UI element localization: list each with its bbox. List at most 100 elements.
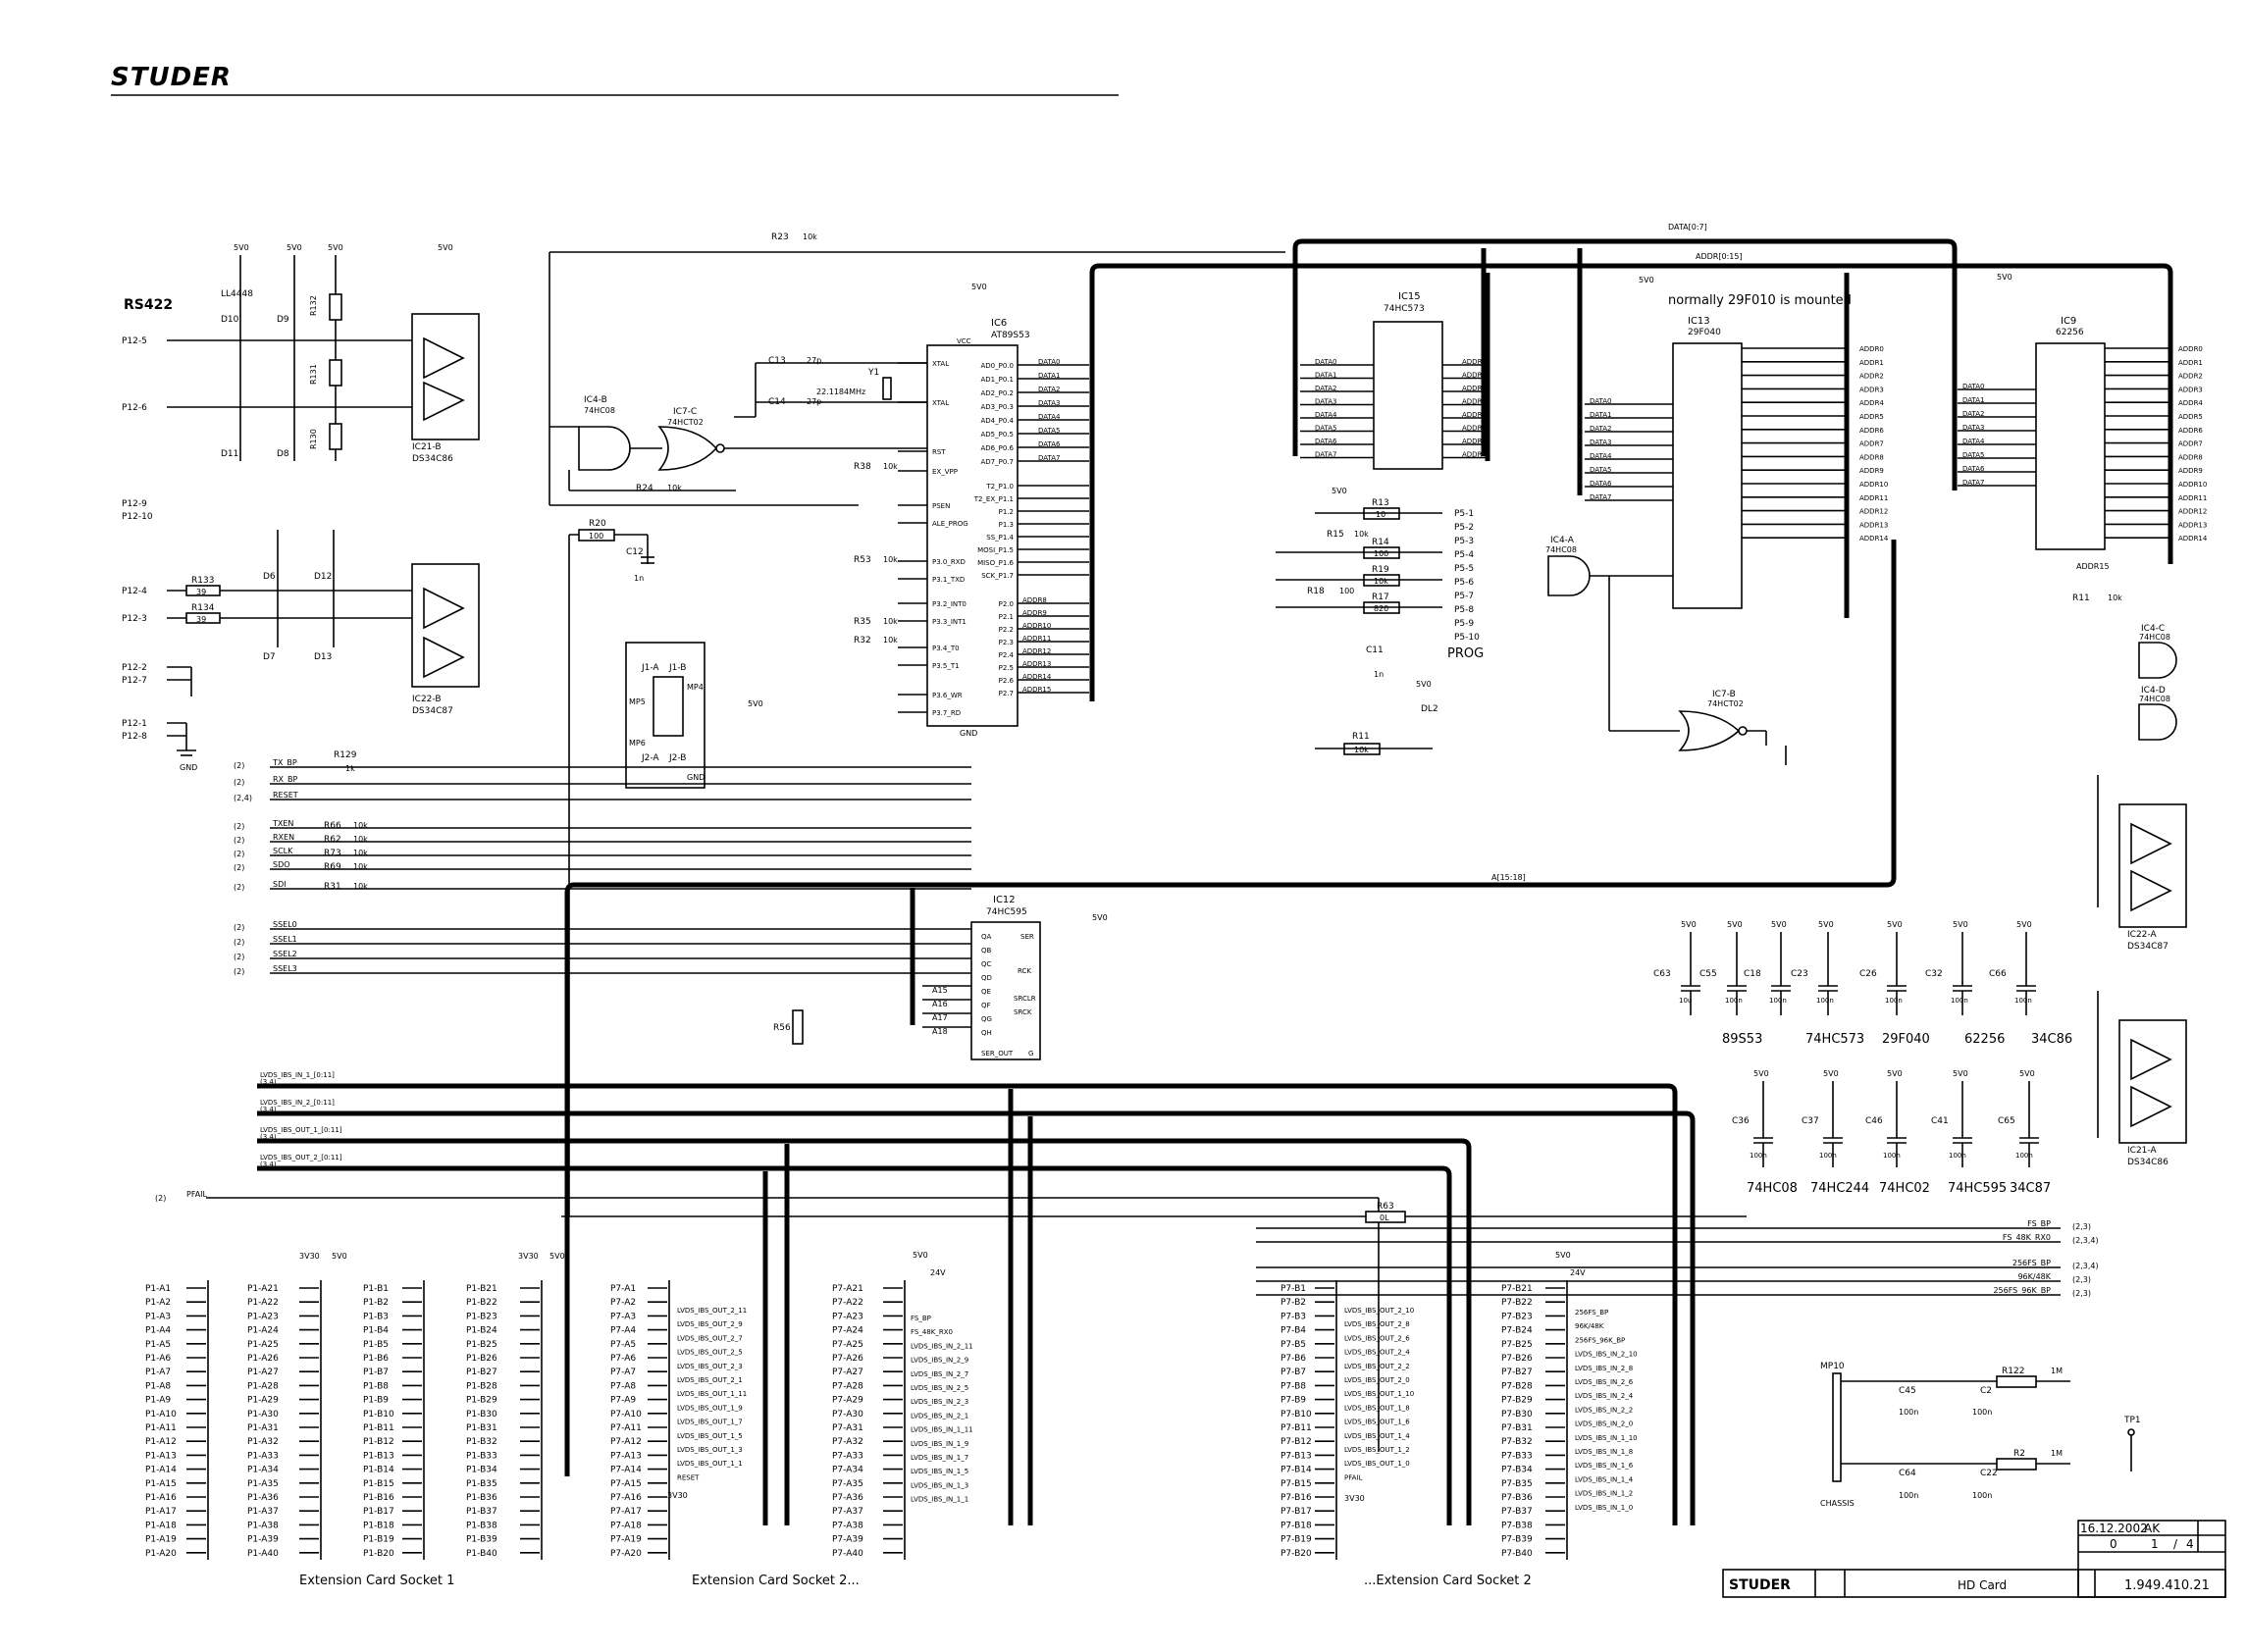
ic4a-gate bbox=[1547, 555, 1591, 596]
p7-b2-pin-2: P7-B22 bbox=[1501, 1298, 1533, 1308]
signal-7: SDI bbox=[273, 880, 287, 889]
ic13-part: 29F040 bbox=[1688, 328, 1721, 337]
p5-pin-7: P5-7 bbox=[1454, 592, 1474, 601]
p1-b-pin-11: P1-B11 bbox=[363, 1423, 394, 1433]
p1-a-pin-13: P1-A13 bbox=[145, 1451, 177, 1461]
s2a-a-net-2: LVDS_IBS_OUT_2_7 bbox=[677, 1334, 743, 1342]
s2a-b-net-1: FS_48K_RX0 bbox=[911, 1328, 953, 1336]
p1-a-pin-19: P1-A19 bbox=[145, 1535, 177, 1545]
lvds-bus-page-3: (3,4) bbox=[260, 1161, 277, 1168]
cap-c18-val: 100n bbox=[1769, 997, 1787, 1005]
s2a-a-net-7: LVDS_IBS_OUT_1_9 bbox=[677, 1404, 743, 1412]
data-bus-label: DATA[0:7] bbox=[1668, 223, 1707, 232]
p7-b2-pin-9: P7-B29 bbox=[1501, 1396, 1533, 1406]
p7-b-pin-6: P7-B6 bbox=[1280, 1354, 1306, 1364]
ic6-pin-left-8: P3.2_INT0 bbox=[932, 600, 967, 608]
mp10-ref: MP10 bbox=[1820, 1362, 1845, 1371]
ic13-data-6: DATA6 bbox=[1590, 480, 1612, 488]
c45-val: 100n bbox=[1899, 1408, 1918, 1417]
c45-ref: C45 bbox=[1899, 1386, 1916, 1396]
y1-freq: 22.1184MHz bbox=[816, 387, 865, 396]
lvds-bus-3: LVDS_IBS_OUT_2_[0:11] bbox=[260, 1154, 342, 1162]
cap-row2-part-0: 74HC08 bbox=[1747, 1181, 1798, 1196]
lvds-bus-page-0: (3,4) bbox=[260, 1078, 277, 1086]
jumper-frame bbox=[625, 642, 705, 789]
s2b-b-net-3: LVDS_IBS_IN_2_10 bbox=[1575, 1351, 1638, 1359]
svg-text:QC: QC bbox=[981, 960, 992, 968]
signal-6: SDO bbox=[273, 860, 290, 869]
ic6-pin-left-4: PSEN bbox=[932, 502, 950, 510]
ic6-pin-right-2: AD2_P0.2 bbox=[981, 389, 1015, 397]
ic6-pin-right-20: P2.4 bbox=[999, 651, 1015, 659]
ic6-data-net-6: DATA6 bbox=[1038, 440, 1061, 448]
cap-row1-part-3: 62256 bbox=[1964, 1032, 2005, 1047]
s2b-b-net-12: LVDS_IBS_IN_1_4 bbox=[1575, 1475, 1634, 1483]
p1-b-pin-20: P1-B20 bbox=[363, 1549, 394, 1559]
ic4b-part: 74HC08 bbox=[584, 406, 615, 415]
p7-b2-pin-19: P7-B39 bbox=[1501, 1535, 1533, 1545]
cap-c55-val: 100n bbox=[1725, 997, 1743, 1005]
p7-b2-pin-3: P7-B23 bbox=[1501, 1312, 1533, 1321]
right-output-page-2: (2,3,4) bbox=[2072, 1262, 2099, 1270]
ic9-addr-pins: ADDR0ADDR1ADDR2ADDR3ADDR4ADDR5ADDR6ADDR7… bbox=[2105, 345, 2208, 542]
p1-b2-pin-1: P1-B21 bbox=[466, 1284, 497, 1294]
cap-c37-val: 100n bbox=[1819, 1152, 1837, 1160]
cap-c65-val: 100n bbox=[2015, 1152, 2033, 1160]
c12-val: 1n bbox=[634, 574, 644, 583]
r15-ref: R15 bbox=[1327, 530, 1344, 540]
cap-row1-part-0: 89S53 bbox=[1722, 1032, 1762, 1047]
cap-row1-part-4: 34C86 bbox=[2031, 1032, 2072, 1047]
signal-9: SSEL1 bbox=[273, 935, 297, 944]
r38-val: 10k bbox=[883, 462, 898, 471]
ic6-vcc: VCC bbox=[957, 337, 971, 345]
signal-page-4: (2) bbox=[234, 836, 244, 845]
p7-b-pin-19: P7-B19 bbox=[1280, 1535, 1312, 1545]
c14-ref: C14 bbox=[768, 397, 786, 407]
p7-b-pin-1: P7-B1 bbox=[1280, 1284, 1306, 1294]
cap-row1-pwr-6: 5V0 bbox=[2016, 920, 2032, 929]
cap-row2-part-4: 34C87 bbox=[2010, 1181, 2051, 1196]
svg-text:A16: A16 bbox=[932, 1000, 948, 1008]
ic15-ref: IC15 bbox=[1398, 291, 1421, 302]
jumper-pins bbox=[653, 676, 684, 737]
ic6-pin-left-6: P3.0_RXD bbox=[932, 558, 966, 566]
ic6-pin-right-17: P2.1 bbox=[999, 613, 1014, 621]
ic9-data-1: DATA1 bbox=[1962, 396, 1985, 404]
ic13-flash: normally 29F010 is mounted 5V0 IC13 29F0… bbox=[1585, 276, 1889, 609]
ic6-pin-left-2: RST bbox=[932, 448, 946, 456]
p1-a-pin-11: P1-A11 bbox=[145, 1423, 177, 1433]
ic13-data-7: DATA7 bbox=[1590, 493, 1612, 501]
p1-a2-pin-10: P1-A30 bbox=[247, 1410, 279, 1420]
diode-d7: D7 bbox=[263, 652, 276, 662]
s2a-a-net-0: LVDS_IBS_OUT_2_11 bbox=[677, 1307, 747, 1315]
tb-brand: STUDER bbox=[1729, 1577, 1791, 1593]
p7-24v-b: 24V bbox=[1570, 1268, 1586, 1277]
p1-a2-pin-14: P1-A34 bbox=[247, 1466, 279, 1475]
r13-5v0: 5V0 bbox=[1332, 487, 1347, 495]
ic6-pin-right-12: SS_P1.4 bbox=[986, 534, 1014, 542]
ic6-data-net-4: DATA4 bbox=[1038, 413, 1061, 421]
ic6-pin-left-3: EX_VPP bbox=[932, 468, 958, 476]
signal-page-0: (2) bbox=[234, 761, 244, 770]
p1-a2-pin-16: P1-A36 bbox=[247, 1493, 279, 1503]
s2b-a-net-8: LVDS_IBS_OUT_1_6 bbox=[1344, 1419, 1410, 1426]
ic15-out-5: ADDR5 bbox=[1462, 425, 1487, 433]
s2b-b-net-6: LVDS_IBS_IN_2_4 bbox=[1575, 1392, 1634, 1400]
header: STUDER bbox=[111, 63, 1119, 96]
gnd-p12: GND bbox=[180, 763, 197, 772]
p7-b-pin-2: P7-B2 bbox=[1280, 1298, 1306, 1308]
p7-b2-pin-20: P7-B40 bbox=[1501, 1549, 1533, 1559]
ic4a-part: 74HC08 bbox=[1545, 545, 1577, 554]
p7-b-pin-4: P7-B4 bbox=[1280, 1326, 1306, 1336]
s2b-b-net-14: LVDS_IBS_IN_1_0 bbox=[1575, 1504, 1633, 1512]
p1-b-pin-5: P1-B5 bbox=[363, 1340, 389, 1350]
ic6-pin-right-6: AD6_P0.6 bbox=[981, 444, 1015, 452]
ic15-out-0: ADDR0 bbox=[1462, 358, 1487, 366]
ic13-data-5: DATA5 bbox=[1590, 466, 1612, 474]
ic15-in-0: DATA0 bbox=[1315, 358, 1337, 366]
ic6-pin-right-11: P1.3 bbox=[999, 521, 1014, 529]
ic6-addr-net-14: ADDR14 bbox=[1022, 673, 1052, 681]
p1-a-pin-7: P1-A7 bbox=[145, 1368, 171, 1377]
cap-c36-val: 100n bbox=[1750, 1152, 1767, 1160]
svg-text:SER_OUT: SER_OUT bbox=[981, 1050, 1014, 1058]
